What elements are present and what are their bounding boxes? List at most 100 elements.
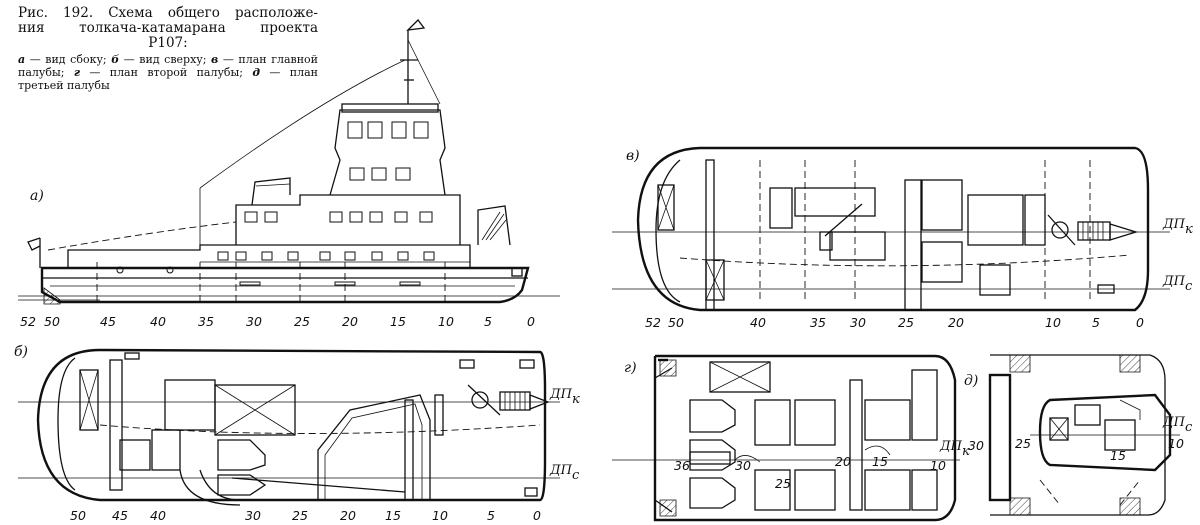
- cabin: [794, 469, 836, 511]
- window: [287, 251, 299, 261]
- frame-number: 45: [112, 508, 128, 523]
- cabin: [921, 179, 963, 231]
- push-knee-hatch: [504, 392, 526, 410]
- window: [264, 211, 278, 223]
- dp-c-label: ДП: [1162, 415, 1186, 430]
- side-view: а): [18, 19, 560, 329]
- window: [349, 167, 365, 181]
- legend-text: — план главной палубы;: [18, 53, 318, 79]
- window: [394, 211, 408, 223]
- top-view: б) ДП к ДП с: [14, 344, 580, 523]
- caption-legend: а — вид сбоку; б — вид сверху; в — план …: [18, 53, 318, 92]
- porthole: [116, 266, 124, 274]
- panel-label-v: в): [626, 148, 640, 164]
- hatch-cross: [1049, 417, 1069, 441]
- bow-fender: [529, 394, 550, 410]
- stair-hatch: [1119, 354, 1141, 373]
- stern-gantry: [477, 205, 511, 246]
- skylight-inner: [324, 403, 423, 500]
- frame-number: 10: [432, 508, 448, 523]
- frame-number: 35: [810, 315, 826, 330]
- legend-text: — план третьей палубы: [18, 66, 318, 92]
- frame-number: 20: [340, 508, 356, 523]
- bitt: [124, 352, 140, 360]
- main-deck-outline: [636, 146, 1150, 312]
- frame-number: 30: [850, 315, 866, 330]
- compartment: [819, 231, 833, 251]
- mast-stay: [407, 39, 441, 105]
- cabin: [967, 194, 1024, 246]
- porthole: [239, 281, 261, 286]
- legend-key: д: [252, 66, 261, 79]
- window: [397, 251, 409, 261]
- antenna-wire: [199, 59, 406, 189]
- shaft: [231, 477, 406, 493]
- frame-number: 0: [1136, 315, 1144, 330]
- figure-caption: Рис. 192. Схема общего расположе- ния то…: [18, 5, 318, 93]
- frame-number: 40: [150, 314, 166, 329]
- caption-title-line: Рис. 192. Схема общего расположе-: [18, 5, 318, 21]
- frame-number: 15: [390, 314, 406, 329]
- push-knee: [511, 267, 523, 277]
- frame-number: 36: [674, 458, 690, 473]
- bitt: [1097, 284, 1115, 294]
- frame-number: 10: [1168, 436, 1184, 451]
- legend-key: а: [18, 53, 26, 66]
- forestay: [47, 221, 237, 251]
- frame-number: 45: [100, 314, 116, 329]
- dp-k-sub: к: [962, 444, 970, 459]
- window: [217, 251, 229, 261]
- legend-text: — план второй палубы;: [80, 66, 253, 79]
- door-swing: [734, 445, 891, 463]
- dp-c-label: ДП: [549, 463, 573, 478]
- engine-shaft: [824, 203, 863, 237]
- engine-room: [164, 379, 216, 431]
- frame-number: 10: [1045, 315, 1061, 330]
- compartment: [769, 187, 793, 229]
- frame-number: 50: [70, 508, 86, 523]
- main-deck-dashed-line: [679, 254, 1131, 267]
- window: [413, 121, 429, 139]
- skylight: [317, 394, 431, 500]
- porthole: [166, 266, 174, 274]
- funnel: [251, 177, 291, 206]
- boat: [689, 399, 736, 433]
- main-deckhouse: [67, 244, 471, 268]
- side-frame-numbers: 52 50 45 40 35 30 25 20 15 10 5 0: [20, 314, 535, 329]
- capstan: [471, 391, 489, 409]
- boat: [689, 477, 736, 509]
- cabin: [1024, 194, 1046, 246]
- bulkhead: [434, 394, 444, 436]
- dp-c-sub: с: [1185, 420, 1193, 435]
- hatch: [1049, 417, 1069, 441]
- cabin: [754, 469, 791, 511]
- cabin: [911, 369, 938, 441]
- stair-hatch: [1009, 354, 1031, 373]
- bulkhead: [705, 159, 715, 311]
- dp-c-sub: с: [572, 468, 580, 483]
- cabin: [864, 399, 911, 441]
- cabin: [864, 469, 911, 511]
- deck-corner: [654, 367, 673, 513]
- panel-label-g: г): [624, 360, 637, 376]
- engine-casing: [214, 384, 296, 436]
- engine: [217, 474, 267, 496]
- wheelhouse-plan: [1038, 393, 1172, 472]
- cabin: [911, 469, 938, 511]
- legend-key: г: [73, 66, 80, 79]
- winch-arm: [1047, 214, 1076, 246]
- wheelhouse-roof: [341, 103, 439, 113]
- hatch-cross: [79, 369, 99, 431]
- frame-number: 5: [1092, 315, 1100, 330]
- second-tier: [235, 194, 461, 245]
- wing-line: [1039, 479, 1141, 506]
- frame-number: 35: [198, 314, 214, 329]
- frame-number: 25: [1015, 436, 1031, 451]
- third-deck-outline: [990, 354, 1166, 516]
- engine: [217, 439, 266, 471]
- second-deck-outline: [653, 354, 957, 522]
- window: [244, 211, 258, 223]
- legend-text: — вид сверху;: [119, 53, 212, 66]
- frame-number: 25: [294, 314, 310, 329]
- frame-number: 50: [44, 314, 60, 329]
